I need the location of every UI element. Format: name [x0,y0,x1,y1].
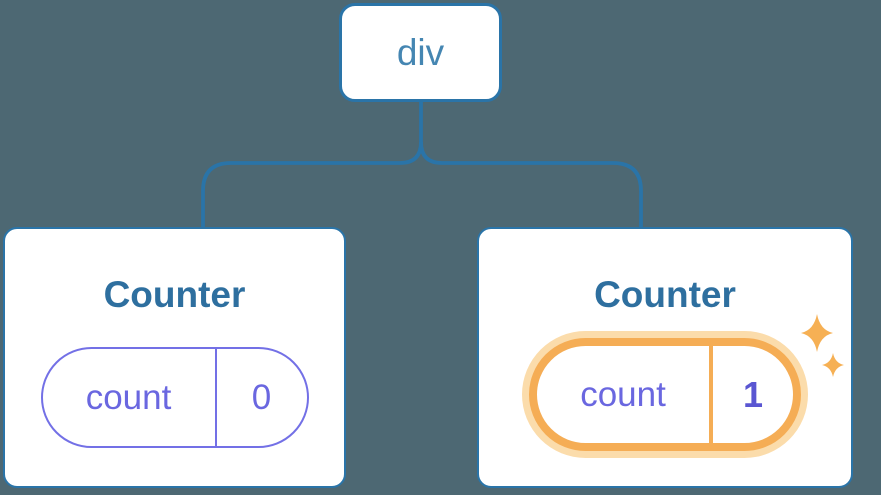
component-title: Counter [103,274,246,315]
component-title: Counter [594,274,736,315]
state-pill: count 0 [40,347,309,448]
root-node-label: div [396,31,445,73]
state-value: 0 [251,377,272,417]
sparkle-small [822,353,844,377]
root-node-div: div [339,3,502,102]
state-value: 1 [742,373,764,415]
connector-left-branch [201,101,423,228]
counter-card-right: Counter count 1 [477,227,853,488]
sparkle-icon [801,314,844,377]
state-key: count [537,346,713,443]
counter-card-left: Counter count 0 [3,227,346,488]
state-key: count [43,349,217,446]
connector-right-branch [419,141,643,228]
sparkle-large [801,314,833,352]
state-pill-highlighted: count 1 [529,338,801,451]
